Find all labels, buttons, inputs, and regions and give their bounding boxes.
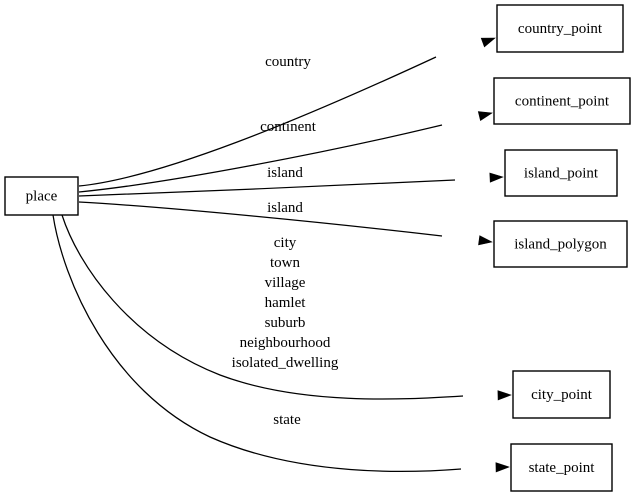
node-island_polygon-label: island_polygon bbox=[514, 236, 607, 252]
edges-layer bbox=[52, 37, 512, 473]
edge-island-polygon-path bbox=[78, 201, 443, 237]
node-island_point-box[interactable] bbox=[504, 149, 618, 197]
node-island_polygon-box[interactable] bbox=[493, 220, 628, 268]
edge-continent-path bbox=[78, 124, 443, 193]
edge-country bbox=[78, 37, 496, 187]
nodes-layer: place country_point continent_point island_… bbox=[4, 4, 631, 492]
node-continent_point[interactable]: continent_point bbox=[493, 77, 631, 125]
node-country_point-box[interactable] bbox=[496, 4, 624, 53]
edge-island-polygon bbox=[78, 201, 493, 246]
edge-state-path bbox=[52, 214, 462, 473]
edge-island-point-label: island bbox=[267, 165, 303, 181]
edge-island-polygon-arrowhead-icon bbox=[478, 235, 493, 246]
edge-island-point-arrowhead-icon bbox=[489, 172, 504, 183]
node-state_point-box[interactable] bbox=[510, 443, 613, 492]
edge-state-arrowhead-icon bbox=[495, 462, 510, 473]
node-state_point[interactable]: state_point bbox=[510, 443, 613, 492]
edge-city bbox=[61, 214, 512, 401]
edge-island-point bbox=[78, 172, 504, 197]
node-island_point-label: island_point bbox=[524, 165, 599, 181]
node-continent_point-label: continent_point bbox=[515, 93, 610, 109]
node-continent_point-box[interactable] bbox=[493, 77, 631, 125]
edge-island-polygon-label: island bbox=[267, 200, 303, 216]
node-city_point-label: city_point bbox=[531, 387, 593, 403]
edge-continent bbox=[78, 111, 493, 193]
edge-country-arrowhead-icon bbox=[480, 37, 496, 48]
edge-country-label: country bbox=[265, 54, 311, 70]
edge-island-point-path bbox=[78, 179, 456, 197]
edge-state-label: state bbox=[273, 412, 301, 428]
node-place-label: place bbox=[26, 188, 58, 204]
node-place-box[interactable] bbox=[4, 176, 79, 216]
node-island_polygon[interactable]: island_polygon bbox=[493, 220, 628, 268]
edge-state bbox=[52, 214, 510, 473]
node-country_point-label: country_point bbox=[518, 21, 603, 37]
edge-continent-label: continent bbox=[260, 119, 317, 135]
edge-continent-arrowhead-icon bbox=[477, 111, 493, 122]
edge-country-path bbox=[78, 56, 437, 187]
node-country_point[interactable]: country_point bbox=[496, 4, 624, 53]
node-state_point-label: state_point bbox=[529, 460, 596, 476]
node-island_point[interactable]: island_point bbox=[504, 149, 618, 197]
edge-city-path bbox=[61, 214, 464, 400]
node-place[interactable]: place bbox=[4, 176, 79, 216]
node-city_point-box[interactable] bbox=[512, 370, 611, 419]
edge-city-arrowhead-icon bbox=[497, 390, 512, 401]
node-city_point[interactable]: city_point bbox=[512, 370, 611, 419]
